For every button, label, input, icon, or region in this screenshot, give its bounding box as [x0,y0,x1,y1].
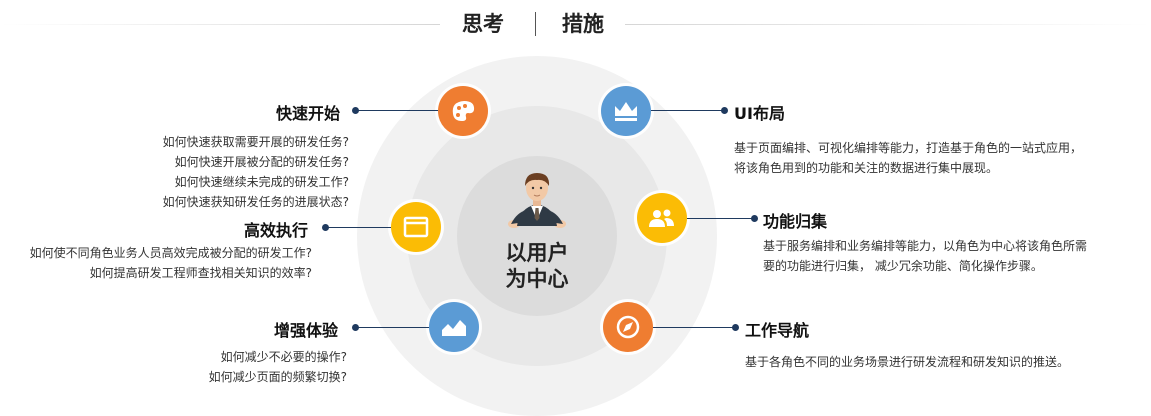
quick-start-node [438,86,488,136]
ui-layout-line-1: 基于页面编排、可视化编排等能力，打造基于角色的一站式应用， [734,141,1083,155]
window-icon [403,216,429,238]
quick-start-line-2: 如何快速开展被分配的研发任务? [174,155,349,169]
enhanced-experience-node [429,302,479,352]
quick-start-title: 快速开始 [276,104,341,123]
function-aggregation-line-1: 基于服务编排和业务编排等能力，以角色为中心将该角色所需 [763,239,1088,253]
palette-icon [452,101,475,121]
businessman-icon [508,173,566,228]
header-divider-right [625,24,1151,25]
ui-layout-line-2: 将该角色用到的功能和关注的数据进行集中展现。 [734,161,999,175]
enhanced-experience-connector-dot [352,324,359,331]
ui-layout-node [601,86,651,136]
efficient-execution-title: 高效执行 [244,221,309,240]
header-right-word: 措施 [562,12,604,36]
function-aggregation-line-2: 要的功能进行归集， 减少冗余功能、简化操作步骤。 [763,259,1043,273]
crown-icon [615,102,637,121]
efficient-execution-line-1: 如何使不同角色业务人员高效完成被分配的研发工作? [29,246,312,260]
quick-start-connector-dot [352,107,359,114]
quick-start-line-1: 如何快速获取需要开展的研发任务? [162,135,349,149]
area-chart-icon [442,320,466,336]
enhanced-experience-line-2: 如何减少页面的频繁切换? [208,370,347,384]
header-separator [535,12,536,36]
quick-start-line-3: 如何快速继续未完成的研发工作? [174,175,349,189]
function-aggregation-description: 基于服务编排和业务编排等能力，以角色为中心将该角色所需 要的功能进行归集， 减少… [763,236,1087,276]
efficient-execution-connector-dot [322,224,329,231]
compass-icon [616,315,640,339]
center-label-line1: 以用户 [505,241,569,265]
enhanced-experience-line-1: 如何减少不必要的操作? [220,350,347,364]
work-navigation-connector [653,327,735,328]
center-label-line2: 为中心 [505,267,569,291]
efficient-execution-connector [326,227,391,228]
enhanced-experience-description: 如何减少不必要的操作? 如何减少页面的频繁切换? [209,347,347,387]
quick-start-description: 如何快速获取需要开展的研发任务? 如何快速开展被分配的研发任务? 如何快速继续未… [163,132,349,212]
center-label: 以用户 为中心 [485,240,589,292]
users-icon [649,209,674,227]
enhanced-experience-connector [356,327,429,328]
function-aggregation-connector-dot [751,215,758,222]
efficient-execution-description: 如何使不同角色业务人员高效完成被分配的研发工作? 如何提高研发工程师查找相关知识… [30,243,312,283]
function-aggregation-node [637,193,687,243]
work-navigation-node [603,302,653,352]
ui-layout-description: 基于页面编排、可视化编排等能力，打造基于角色的一站式应用， 将该角色用到的功能和… [734,138,1082,178]
function-aggregation-connector [687,218,753,219]
work-navigation-title: 工作导航 [745,321,810,340]
ui-layout-title: UI布局 [734,104,785,123]
work-navigation-connector-dot [732,324,739,331]
ui-layout-connector [651,110,724,111]
header-divider-left [0,24,440,25]
work-navigation-line-1: 基于各角色不同的业务场景进行研发流程和研发知识的推送。 [745,355,1070,369]
quick-start-connector [356,110,438,111]
ui-layout-connector-dot [721,107,728,114]
quick-start-line-4: 如何快速获知研发任务的进展状态? [162,195,349,209]
efficient-execution-line-2: 如何提高研发工程师查找相关知识的效率? [89,266,312,280]
function-aggregation-title: 功能归集 [763,212,828,231]
work-navigation-description: 基于各角色不同的业务场景进行研发流程和研发知识的推送。 [745,352,1069,372]
enhanced-experience-title: 增强体验 [274,321,339,340]
header-left-word: 思考 [462,12,504,36]
efficient-execution-node [391,202,441,252]
